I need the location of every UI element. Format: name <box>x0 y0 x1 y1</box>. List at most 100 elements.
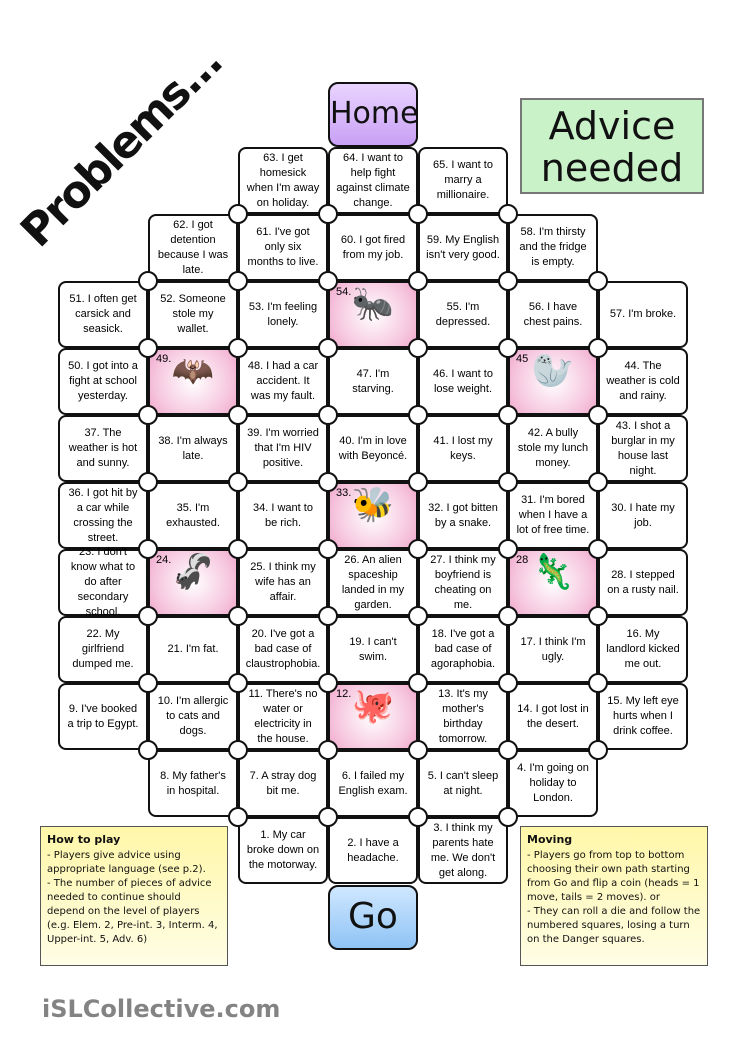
danger-square-bat: 49.🦇 <box>148 348 238 415</box>
board-square: 56. I have chest pains. <box>508 281 598 348</box>
danger-square-skunk: 24.🦨 <box>148 549 238 616</box>
connector-circle <box>408 472 428 492</box>
connector-circle <box>138 740 158 760</box>
board-square: 64. I want to help fight against climate… <box>328 147 418 214</box>
moving-box: Moving - Players go from top to bottom c… <box>520 826 708 966</box>
connector-circle <box>318 539 338 559</box>
square-text: 11. There's no water or electricity in t… <box>248 687 318 745</box>
board-square: 9. I've booked a trip to Egypt. <box>58 683 148 750</box>
square-text: 15. My left eye hurts when I drink coffe… <box>607 695 679 737</box>
connector-circle <box>498 271 518 291</box>
bat-icon: 🦇 <box>171 352 215 390</box>
connector-circle <box>318 807 338 827</box>
square-text: 56. I have chest pains. <box>523 300 583 328</box>
octopus-icon: 🐙 <box>351 687 395 725</box>
square-text: 54. <box>336 286 352 298</box>
board-square: 8. My father's in hospital. <box>148 750 238 817</box>
board-square: 22. My girlfriend dumped me. <box>58 616 148 683</box>
square-text: 64. I want to help fight against climate… <box>336 151 410 209</box>
danger-square-lizard: 28🦎 <box>508 549 598 616</box>
board-square: 26. An alien spaceship landed in my gard… <box>328 549 418 616</box>
square-text: 28 <box>516 554 529 566</box>
board-square: 40. I'm in love with Beyoncé. <box>328 415 418 482</box>
board-square: 21. I'm fat. <box>148 616 238 683</box>
board-square: 15. My left eye hurts when I drink coffe… <box>598 683 688 750</box>
board-square: 18. I've got a bad case of agoraphobia. <box>418 616 508 683</box>
connector-circle <box>228 673 248 693</box>
connector-circle <box>498 673 518 693</box>
connector-circle <box>498 539 518 559</box>
board-square: 36. I got hit by a car while crossing th… <box>58 482 148 549</box>
connector-circle <box>498 338 518 358</box>
connector-circle <box>498 204 518 224</box>
connector-circle <box>318 271 338 291</box>
square-text: 9. I've booked a trip to Egypt. <box>67 702 139 730</box>
ant-icon: 🐜 <box>351 285 395 323</box>
board-square: 16. My landlord kicked me out. <box>598 616 688 683</box>
board-square: 2. I have a headache. <box>328 817 418 884</box>
connector-circle <box>138 405 158 425</box>
go-square: Go <box>328 885 418 950</box>
square-text: 4. I'm going on holiday to London. <box>517 762 589 804</box>
square-text: 63. I get homesick when I'm away on holi… <box>246 151 320 209</box>
square-text: 49. <box>156 353 172 365</box>
connector-circle <box>138 472 158 492</box>
board-square: 23. I don't know what to do after second… <box>58 546 148 618</box>
danger-square-octopus: 12.🐙 <box>328 683 418 750</box>
square-text: 21. I'm fat. <box>167 643 219 655</box>
board-square: 46. I want to lose weight. <box>418 348 508 415</box>
connector-circle <box>138 271 158 291</box>
square-text: 35. I'm exhausted. <box>166 501 220 529</box>
square-text: 62. I got detention because I was late. <box>157 218 229 276</box>
board-square: 57. I'm broke. <box>598 281 688 348</box>
square-text: 61. I've got only six months to live. <box>247 226 319 268</box>
board-square: 58. I'm thirsty and the fridge is empty. <box>508 214 598 281</box>
square-text: 24. <box>156 554 172 566</box>
square-text: 13. It's my mother's birthday tomorrow. <box>438 687 488 745</box>
board-square: 14. I got lost in the desert. <box>508 683 598 750</box>
watermark: iSLCollective.com <box>42 995 281 1023</box>
connector-circle <box>408 338 428 358</box>
board-square: 51. I often get carsick and seasick. <box>58 281 148 348</box>
square-text: 33. <box>336 487 352 499</box>
home-square: Home <box>328 82 419 147</box>
how-to-play-heading: How to play <box>47 833 121 846</box>
danger-square-bee: 33.🐝 <box>328 482 418 549</box>
square-text: 25. I think my wife has an affair. <box>250 561 316 603</box>
square-text: 45 <box>516 353 529 365</box>
connector-circle <box>318 472 338 492</box>
square-text: 31. I'm bored when I have a lot of free … <box>516 494 590 536</box>
square-text: 55. I'm depressed. <box>435 300 491 328</box>
connector-circle <box>588 673 608 693</box>
connector-circle <box>408 740 428 760</box>
square-text: 18. I've got a bad case of agoraphobia. <box>430 628 496 670</box>
connector-circle <box>138 673 158 693</box>
square-text: 38. I'm always late. <box>158 434 228 462</box>
board-square: 41. I lost my keys. <box>418 415 508 482</box>
square-text: 23. I don't know what to do after second… <box>70 546 136 618</box>
connector-circle <box>408 673 428 693</box>
square-text: 39. I'm worried that I'm HIV positive. <box>247 427 319 469</box>
connector-circle <box>228 740 248 760</box>
square-text: 44. The weather is cold and rainy. <box>606 360 680 402</box>
connector-circle <box>588 472 608 492</box>
board-square: 52. Someone stole my wallet. <box>148 281 238 348</box>
board-square: 43. I shot a burglar in my house last ni… <box>598 415 688 482</box>
square-text: 32. I got bitten by a snake. <box>428 501 498 529</box>
connector-circle <box>138 606 158 626</box>
square-text: 7. A stray dog bit me. <box>249 769 317 797</box>
connector-circle <box>588 405 608 425</box>
square-text: 65. I want to marry a millionaire. <box>433 159 493 201</box>
square-text: 27. I think my boyfriend is cheating on … <box>430 553 496 611</box>
lizard-icon: 🦎 <box>531 553 575 591</box>
connector-circle <box>228 539 248 559</box>
square-text: 5. I can't sleep at night. <box>427 769 499 797</box>
square-text: 46. I want to lose weight. <box>433 367 493 395</box>
square-text: 14. I got lost in the desert. <box>517 702 589 730</box>
square-text: 30. I hate my job. <box>611 501 675 529</box>
square-text: 42. A bully stole my lunch money. <box>517 427 589 469</box>
square-text: 40. I'm in love with Beyoncé. <box>338 434 408 462</box>
board-square: 63. I get homesick when I'm away on holi… <box>238 147 328 214</box>
board-square: 61. I've got only six months to live. <box>238 214 328 281</box>
